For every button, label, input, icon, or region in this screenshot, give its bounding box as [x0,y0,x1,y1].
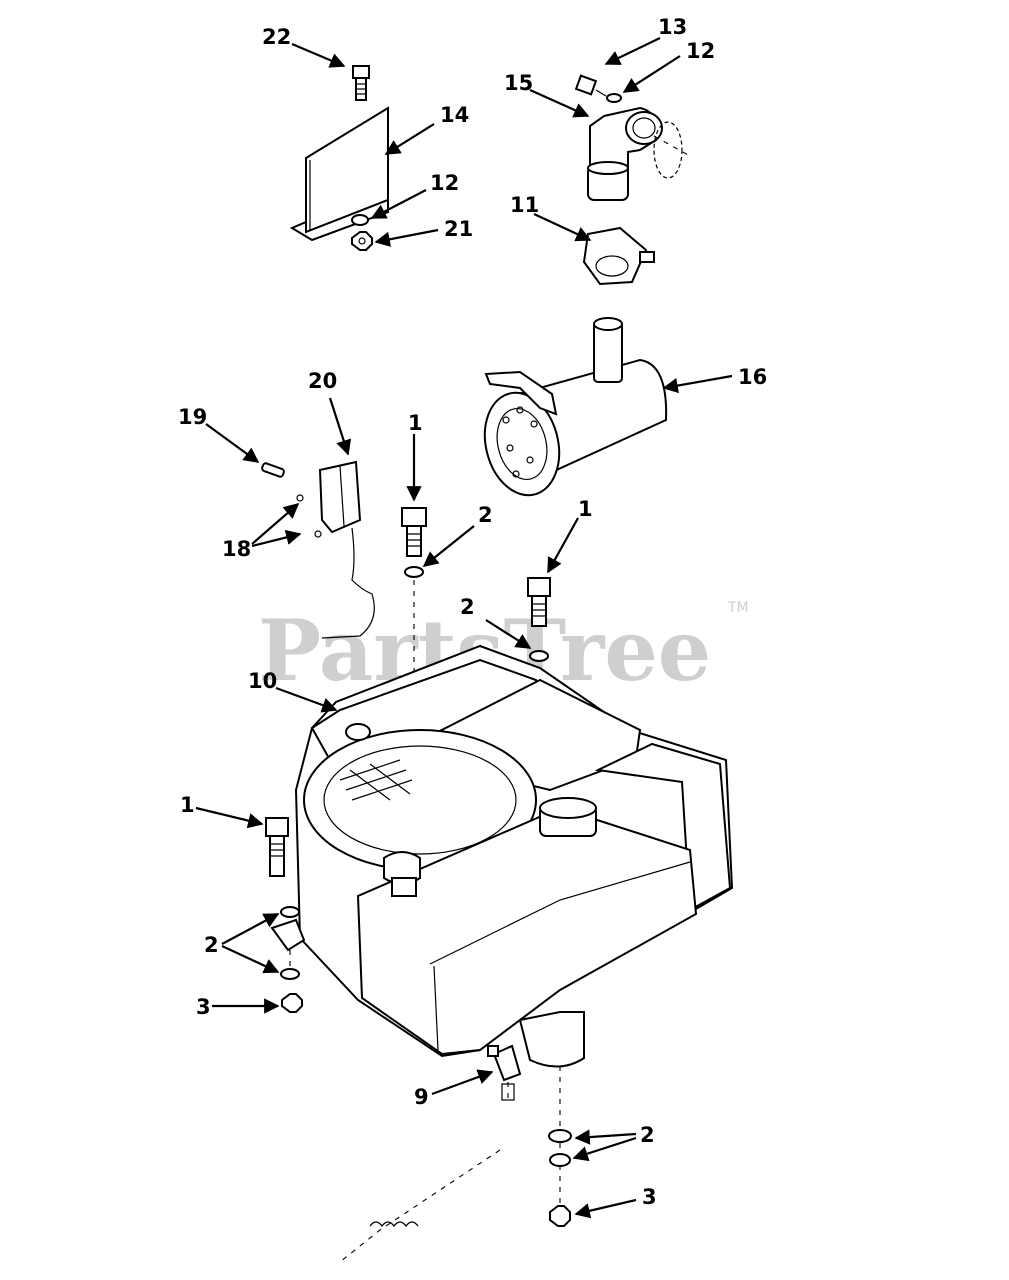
callout-18: 18 [222,537,251,561]
callout-1-upper: 1 [408,411,423,435]
part-9-shutoff-valve [487,1044,522,1104]
part-2-washer-left-upper [280,906,300,918]
part-10-fuel-tank [270,644,734,1068]
watermark-trademark: TM [727,600,749,616]
callout-10: 10 [248,669,277,693]
callout-3-bottom: 3 [642,1185,657,1209]
part-1-bolt-upper [401,507,427,557]
callout-2-bottom: 2 [640,1123,655,1147]
part-3-nut-bottom [549,1205,571,1227]
callout-1-right: 1 [578,497,593,521]
callout-2-left: 2 [204,933,219,957]
fuel-line [339,1149,501,1263]
part-12-lockwasher-elbow [606,93,622,103]
callout-11: 11 [510,193,539,217]
part-18-screws [296,494,322,538]
callout-3-left: 3 [196,995,211,1019]
part-15-exhaust-elbow [587,106,691,201]
callout-19: 19 [178,405,207,429]
callout-20: 20 [308,369,337,393]
part-12-lockwasher-upper-shield [351,214,369,226]
callout-2-upper: 2 [478,503,493,527]
callout-21: 21 [444,217,473,241]
part-2-washer-right [529,650,549,662]
callout-1-left: 1 [180,793,195,817]
callout-16: 16 [738,365,767,389]
part-1-bolt-right [527,577,551,627]
callout-2-right: 2 [460,595,475,619]
part-14-shield [289,106,389,242]
part-13-screw [574,74,607,97]
part-2-washer-bottom-upper [548,1129,572,1143]
callouts: 22 13 12 15 14 12 21 11 20 16 19 1 2 1 1… [178,15,767,1209]
callout-12-elbow: 12 [686,39,715,63]
callout-9: 9 [414,1085,429,1109]
callout-12-shield: 12 [430,171,459,195]
callout-22: 22 [262,25,291,49]
callout-15: 15 [504,71,533,95]
part-1-bolt-left [265,817,289,877]
part-20-switch [318,460,375,639]
part-3-nut-left [281,993,303,1013]
callout-14: 14 [440,103,469,127]
part-21-nut [351,231,373,251]
leader-lines [195,37,733,1219]
callout-13: 13 [658,15,687,39]
part-2-washer-upper [404,566,424,578]
part-22-bolt [352,65,370,101]
part-16-muffler [483,317,668,497]
part-11-clamp [582,226,655,286]
part-19-pin [261,462,285,478]
part-2-washer-left-lower [280,968,300,980]
part-2-washer-bottom-lower [549,1153,571,1167]
